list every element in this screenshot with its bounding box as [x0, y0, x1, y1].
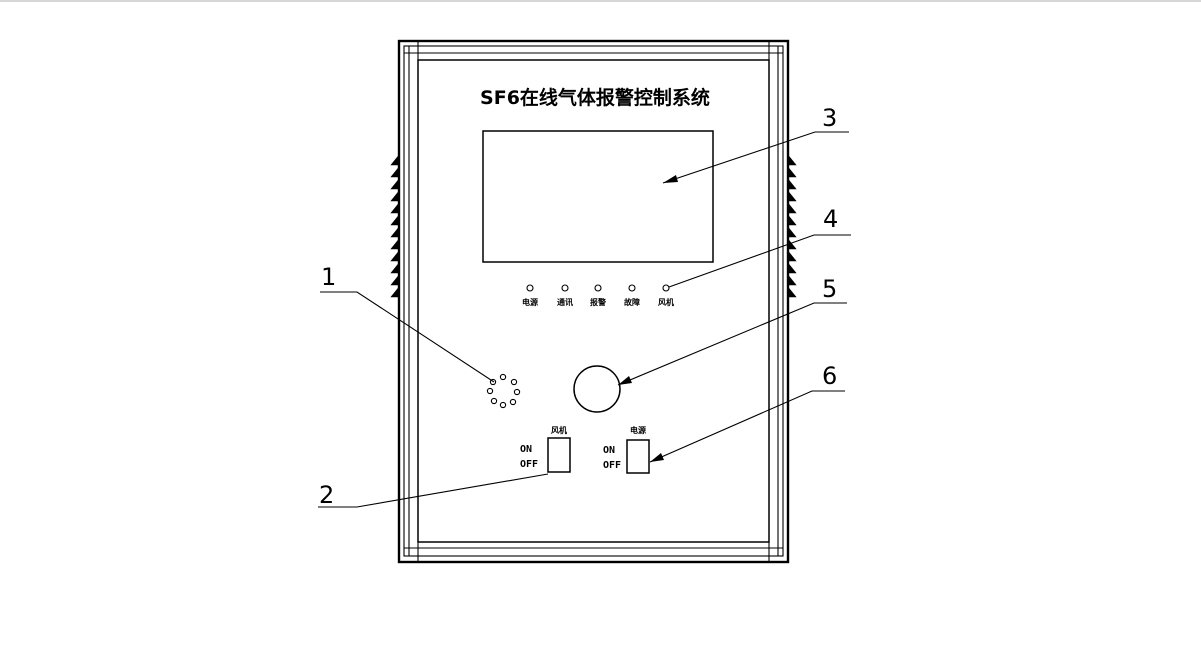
callout-number-1: 1	[321, 263, 336, 291]
leader-line-4	[668, 234, 851, 288]
leader-line-3	[662, 131, 849, 184]
right-cooling-fins	[787, 154, 797, 298]
fan-switch-label: 风机	[551, 425, 567, 435]
leader-line-5	[617, 302, 847, 386]
fan-switch-off-label: OFF	[520, 459, 538, 470]
callout-number-5: 5	[822, 275, 837, 303]
arrowhead-5	[618, 376, 632, 385]
leader-line-6	[649, 390, 845, 463]
cabinet-frame	[397, 39, 790, 564]
fan-switch-on-label: ON	[520, 444, 532, 455]
leader-lines: 1 2 3 4 5 6	[318, 104, 851, 509]
indicator-label-fault: 故障	[624, 297, 640, 307]
indicator-row: 电源 通讯 报警 故障 风机	[522, 284, 674, 307]
left-cooling-fins	[390, 154, 400, 298]
indicator-light-comm	[561, 284, 569, 292]
callout-number-2: 2	[319, 481, 334, 509]
indicator-label-alarm: 报警	[590, 297, 606, 307]
panel-title: SF6在线气体报警控制系统	[480, 86, 710, 109]
fin-teeth	[390, 154, 400, 298]
indicator-label-fan: 风机	[658, 297, 674, 307]
display-screen	[482, 130, 714, 263]
leader-line-2	[318, 473, 549, 508]
fan-switch[interactable]: 风机 ON OFF	[520, 425, 571, 473]
callout-number-3: 3	[822, 104, 837, 132]
arrowhead-3	[663, 175, 678, 183]
arrowhead-6	[650, 453, 664, 462]
leader-line-1	[320, 291, 495, 383]
indicator-light-alarm	[594, 284, 602, 292]
indicator-light-fan	[662, 284, 670, 292]
power-switch-label: 电源	[630, 425, 646, 435]
buzzer-holes	[486, 373, 521, 409]
power-switch-off-label: OFF	[603, 460, 621, 471]
fin-teeth	[787, 154, 797, 298]
indicator-label-power: 电源	[522, 297, 538, 307]
callout-number-4: 4	[823, 205, 838, 233]
power-switch-on-label: ON	[603, 445, 615, 456]
top-rule	[0, 0, 1201, 2]
indicator-light-fault	[628, 284, 636, 292]
round-knob[interactable]	[573, 365, 621, 413]
callout-number-6: 6	[822, 362, 837, 390]
indicator-label-comm: 通讯	[557, 297, 573, 307]
power-switch[interactable]: 电源 ON OFF	[603, 425, 650, 474]
indicator-light-power	[526, 284, 534, 292]
